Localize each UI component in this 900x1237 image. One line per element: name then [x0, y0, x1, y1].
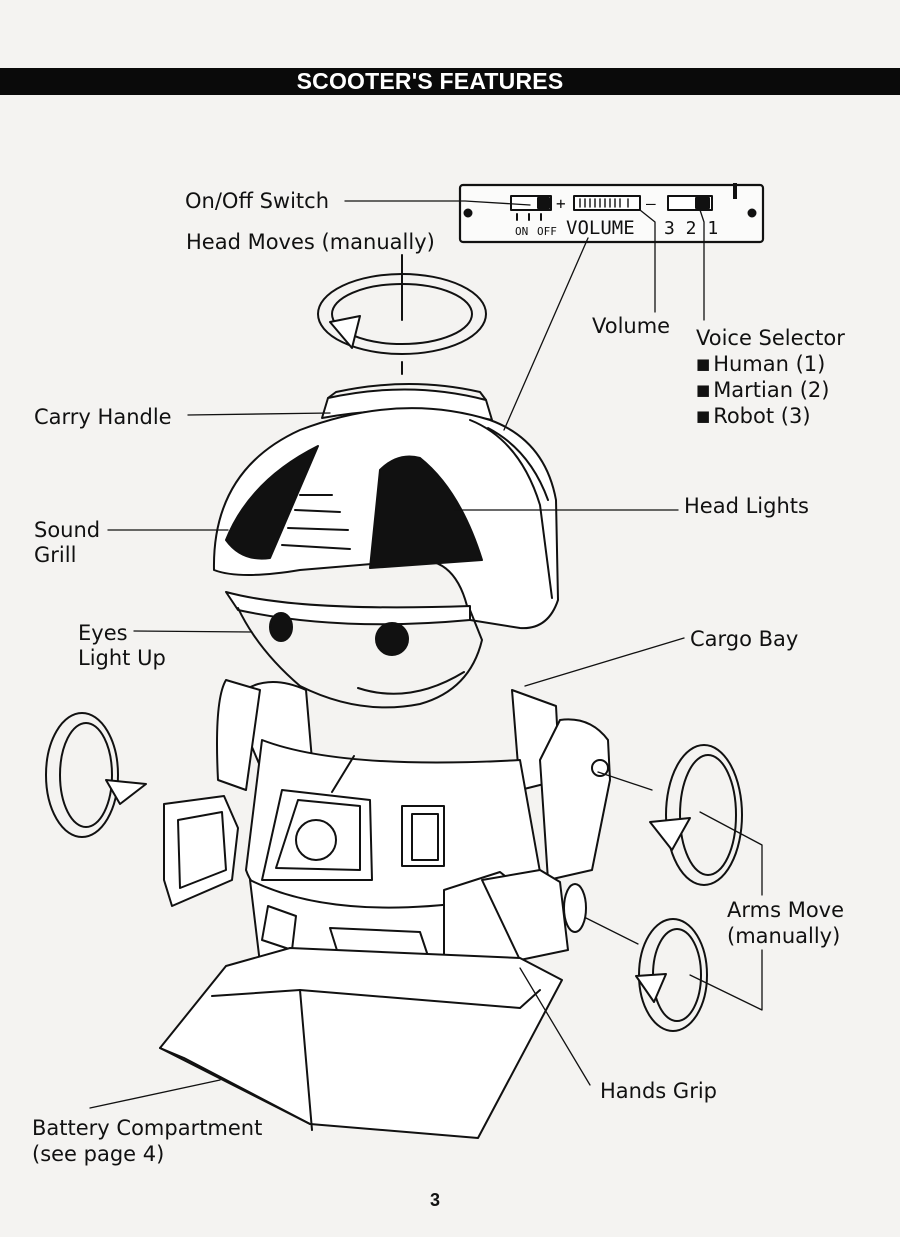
- label-hands-grip: Hands Grip: [600, 1079, 717, 1103]
- label-sound-grill-line1: Sound: [34, 518, 101, 542]
- label-arms-move-line1: Arms Move: [727, 898, 845, 922]
- panel-volume-label: VOLUME: [566, 217, 635, 239]
- label-volume: Volume: [592, 314, 671, 338]
- panel-minus: —: [646, 194, 656, 213]
- label-arms-move-line2: (manually): [727, 924, 841, 948]
- page-number: 3: [429, 1190, 440, 1210]
- robot-head: [212, 407, 559, 630]
- label-eyes-line1: Eyes: [78, 621, 128, 645]
- label-battery-line2: (see page 4): [32, 1142, 165, 1166]
- leader-lines: [89, 200, 763, 1109]
- voice-option-human: Human (1): [696, 351, 825, 379]
- robot-face: [237, 607, 483, 709]
- label-head-lights: Head Lights: [684, 494, 809, 518]
- label-head-moves: Head Moves (manually): [186, 230, 435, 254]
- robot-base: [159, 947, 563, 1139]
- title-bar: [0, 68, 900, 95]
- label-voice-selector: Voice Selector: [696, 326, 845, 350]
- page-title: SCOOTER'S FEATURES: [296, 68, 564, 94]
- label-battery-line1: Battery Compartment: [32, 1116, 263, 1140]
- label-eyes-line2: Light Up: [78, 646, 166, 670]
- label-carry-handle: Carry Handle: [34, 405, 172, 429]
- robot-body: [163, 679, 611, 998]
- control-panel: [458, 183, 765, 244]
- panel-plus: +: [556, 194, 566, 213]
- panel-off-label: OFF: [537, 225, 557, 238]
- right-arm-rotation-arrow-upper: [649, 744, 743, 886]
- voice-option-robot: Robot (3): [696, 403, 810, 431]
- label-cargo-bay: Cargo Bay: [690, 627, 799, 651]
- panel-on-label: ON: [515, 225, 528, 238]
- label-on-off-switch: On/Off Switch: [185, 189, 330, 213]
- left-arm-rotation-arrow: [45, 712, 147, 838]
- panel-voice-numbers: 3 2 1: [664, 218, 718, 239]
- right-arm-rotation-arrow-lower: [635, 918, 708, 1032]
- voice-option-martian: Martian (2): [696, 377, 829, 405]
- label-sound-grill-line2: Grill: [34, 543, 77, 567]
- head-rotation-arrow: [317, 254, 487, 375]
